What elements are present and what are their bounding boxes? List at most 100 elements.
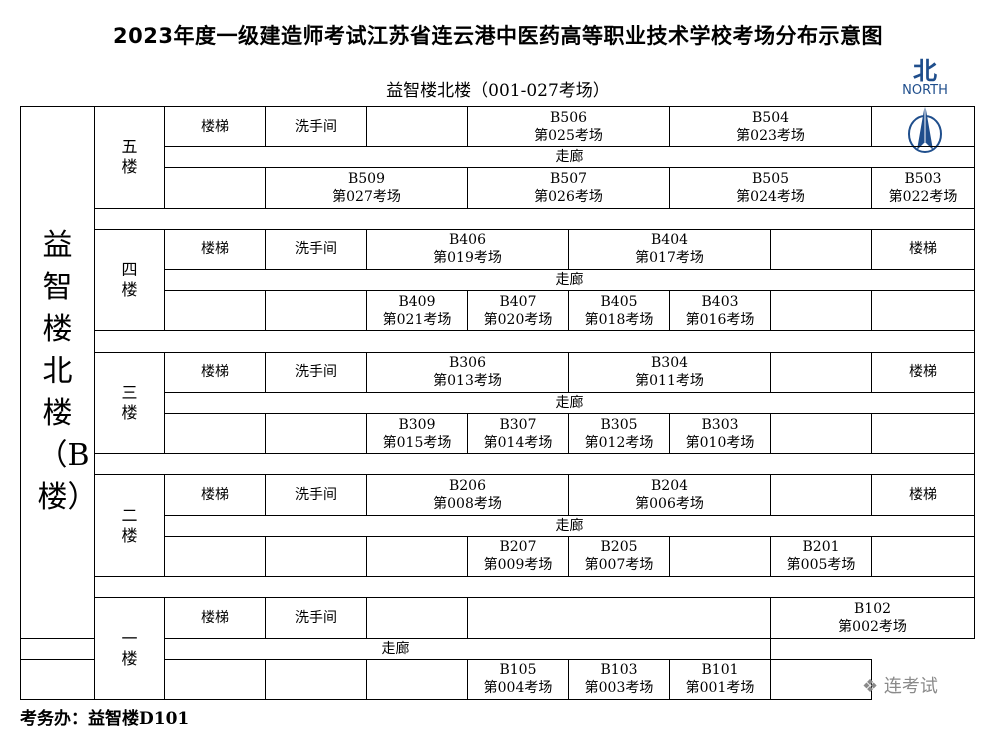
f1-empty-4	[164, 658, 266, 701]
floor-gap	[93, 330, 976, 353]
floor-plan-grid: 益智楼北楼（B楼） 五楼 楼梯 洗手间 B506 第025考场 B504 第02…	[19, 105, 976, 701]
room-b204-exam: 第006考场	[635, 496, 704, 513]
room-b506-number: B506	[550, 109, 588, 126]
room-b307-exam: 第014考场	[483, 434, 553, 451]
f2-empty-3	[265, 535, 367, 578]
room-b304: B304 第011考场	[567, 351, 772, 393]
f2-empty-2	[164, 535, 266, 578]
floor-gap	[93, 453, 976, 476]
f3-stairs-right: 楼梯	[871, 351, 976, 393]
f3-empty-3	[265, 413, 367, 455]
f4-stairs-right: 楼梯	[871, 228, 976, 271]
room-b303-number: B303	[701, 416, 739, 433]
room-b105-exam: 第004考场	[483, 680, 553, 697]
room-b103: B103 第003考场	[567, 658, 671, 701]
f2-toilet: 洗手间	[265, 474, 367, 516]
north-char: 北	[913, 57, 937, 85]
f3-empty-4	[770, 413, 873, 455]
watermark: ❖ 连考试	[862, 672, 938, 698]
floor-gap	[93, 207, 976, 230]
room-b507: B507 第026考场	[466, 167, 671, 209]
floor-1-label: 一楼	[121, 628, 138, 668]
room-b306: B306 第013考场	[366, 351, 569, 393]
room-b504: B504 第023考场	[669, 105, 873, 148]
room-b305-number: B305	[600, 416, 638, 433]
floor-2-label-cell: 二楼	[94, 474, 165, 578]
room-b101-number: B101	[701, 662, 739, 679]
room-b505-number: B505	[752, 171, 790, 188]
f3-empty-1	[770, 351, 873, 393]
room-b403-exam: 第016考场	[685, 311, 755, 328]
room-b102-number: B102	[854, 600, 892, 617]
room-b406-number: B406	[448, 232, 486, 249]
room-b309-number: B309	[398, 416, 436, 433]
room-b102: B102 第002考场	[770, 597, 976, 639]
floor-gap	[93, 576, 976, 599]
room-b406-exam: 第019考场	[433, 250, 502, 267]
room-b403: B403 第016考场	[669, 290, 772, 332]
room-b509-exam: 第027考场	[332, 189, 401, 206]
room-b206: B206 第008考场	[366, 474, 569, 516]
room-b103-number: B103	[600, 662, 638, 679]
f5-corridor: 走廊	[163, 146, 976, 169]
room-b105-number: B105	[499, 662, 537, 679]
room-b409: B409 第021考场	[366, 290, 468, 332]
room-b305-exam: 第012考场	[584, 434, 654, 451]
room-b407: B407 第020考场	[467, 290, 569, 332]
room-b201-number: B201	[802, 539, 840, 556]
room-b205: B205 第007考场	[567, 535, 671, 578]
room-b505: B505 第024考场	[669, 167, 873, 209]
building-label-cell: 益智楼北楼（B楼）	[20, 106, 95, 639]
f2-corridor: 走廊	[163, 514, 976, 537]
room-b509-number: B509	[347, 171, 385, 188]
floor-4-label-cell: 四楼	[94, 228, 165, 332]
f5-empty-2	[871, 105, 976, 148]
room-b207-exam: 第009考场	[483, 557, 553, 574]
room-b206-exam: 第008考场	[433, 496, 502, 513]
room-b205-exam: 第007考场	[584, 557, 654, 574]
room-b306-exam: 第013考场	[433, 373, 502, 390]
room-b101: B101 第001考场	[669, 658, 772, 701]
wechat-icon: ❖	[862, 676, 884, 697]
room-b505-exam: 第024考场	[736, 189, 805, 206]
room-b304-number: B304	[651, 355, 689, 372]
f4-toilet: 洗手间	[265, 228, 367, 271]
room-b404: B404 第017考场	[567, 228, 772, 271]
f1-empty-6	[366, 658, 468, 701]
f1-empty-5	[265, 658, 367, 701]
room-b307-number: B307	[499, 416, 537, 433]
building-label: 益智楼北楼（B楼）	[37, 228, 95, 516]
room-b404-exam: 第017考场	[635, 250, 704, 267]
f2-empty-1	[770, 474, 873, 516]
f3-corridor: 走廊	[163, 391, 976, 415]
room-b207-number: B207	[499, 539, 537, 556]
f5-empty-1	[366, 105, 468, 148]
floor-2-label: 二楼	[121, 505, 138, 545]
building-subtitle: 益智楼北楼（001-027考场）	[386, 81, 610, 101]
room-b504-exam: 第023考场	[736, 127, 805, 144]
room-b503-exam: 第022考场	[888, 189, 958, 206]
room-b307: B307 第014考场	[467, 413, 569, 455]
f1-empty-7	[770, 658, 873, 701]
f2-stairs-right: 楼梯	[871, 474, 976, 516]
f1-empty-1	[366, 597, 468, 639]
room-b503-number: B503	[904, 171, 942, 188]
room-b207: B207 第009考场	[467, 535, 569, 578]
room-b409-number: B409	[398, 293, 436, 310]
f5-empty-3	[164, 167, 266, 209]
room-b201: B201 第005考场	[770, 535, 873, 578]
room-b403-number: B403	[701, 293, 739, 310]
f3-empty-5	[871, 413, 976, 455]
room-b201-exam: 第005考场	[786, 557, 856, 574]
room-b204-number: B204	[651, 478, 689, 495]
f1-empty-2	[466, 597, 772, 639]
floor-4-label: 四楼	[121, 260, 138, 300]
room-b404-number: B404	[651, 232, 689, 249]
f5-toilet: 洗手间	[265, 105, 367, 148]
north-word: NORTH	[902, 83, 948, 98]
room-b405-exam: 第018考场	[584, 311, 654, 328]
room-b101-exam: 第001考场	[685, 680, 755, 697]
room-b206-number: B206	[448, 478, 486, 495]
floor-5-label: 五楼	[121, 137, 138, 177]
room-b405: B405 第018考场	[567, 290, 671, 332]
